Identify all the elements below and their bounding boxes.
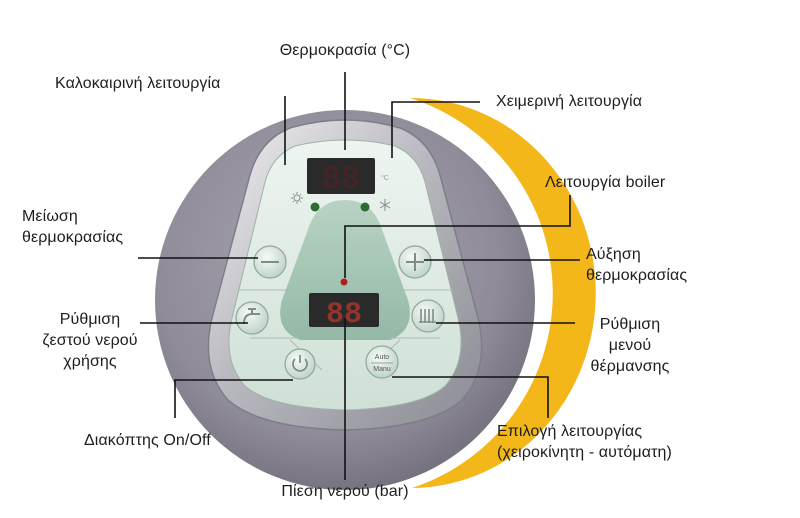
hot-water-button[interactable] <box>235 301 269 335</box>
temperature-digits: 88 <box>322 161 360 198</box>
label-boiler-mode: Λειτουργία boiler <box>545 174 666 191</box>
label-temp-decrease: Μείωση θερμοκρασίας <box>22 206 123 248</box>
label-heating-menu-line3: θέρμανσης <box>590 358 670 375</box>
label-mode-select-line1: Επιλογή λειτουργίας <box>497 423 643 440</box>
radiator-icon <box>419 309 436 323</box>
label-winter-mode: Χειμερινή λειτουργία <box>496 93 643 110</box>
power-icon <box>292 355 308 372</box>
leader-lines <box>138 72 580 480</box>
label-temp-decrease-line1: Μείωση <box>22 208 78 225</box>
power-button[interactable] <box>284 348 316 380</box>
plus-button[interactable] <box>398 245 432 279</box>
boiler-led <box>340 278 348 286</box>
label-temp-increase-line2: θερμοκρασίας <box>586 267 688 284</box>
label-heating-menu-setting: Ρύθμιση μενού θέρμανσης <box>570 314 690 377</box>
accent-arc <box>410 97 596 488</box>
plus-icon <box>406 253 424 271</box>
auto-manu-button[interactable] <box>365 345 399 379</box>
auto-label: Auto <box>375 354 390 361</box>
minus-button[interactable] <box>253 245 287 279</box>
celsius-unit: °C <box>381 174 389 182</box>
label-temp-increase: Αύξηση θερμοκρασίας <box>586 244 687 286</box>
label-hot-water-line2: ζεστού νερού <box>42 332 138 349</box>
summer-led <box>310 202 320 212</box>
label-power-switch: Διακόπτης On/Off <box>84 432 211 449</box>
snowflake-icon <box>379 199 391 211</box>
label-temperature: Θερμοκρασία (°C) <box>279 42 411 59</box>
label-heating-menu-line1: Ρύθμιση <box>599 316 661 333</box>
label-mode-select: Επιλογή λειτουργίας (χειροκίνητη - αυτόμ… <box>497 421 672 463</box>
pressure-display <box>309 293 379 327</box>
tap-icon <box>243 308 260 325</box>
label-summer-mode: Καλοκαιρινή λειτουργία <box>55 75 221 92</box>
pressure-digits: 88 <box>326 298 362 332</box>
heating-menu-button[interactable] <box>411 299 445 333</box>
label-temp-decrease-line2: θερμοκρασίας <box>22 229 124 246</box>
temperature-display <box>307 158 375 194</box>
label-temp-increase-line1: Αύξηση <box>586 246 641 263</box>
sun-icon <box>291 192 303 204</box>
label-water-pressure: Πίεση νερού (bar) <box>281 483 409 500</box>
label-hot-water-line3: χρήσης <box>63 353 117 370</box>
label-hot-water-line1: Ρύθμιση <box>59 311 121 328</box>
label-hot-water-setting: Ρύθμιση ζεστού νερού χρήσης <box>20 309 160 372</box>
label-heating-menu-line2: μενού <box>608 337 652 354</box>
manu-label: Manu <box>373 366 391 373</box>
winter-led <box>360 202 370 212</box>
label-mode-select-line2: (χειροκίνητη - αυτόματη) <box>497 444 672 461</box>
